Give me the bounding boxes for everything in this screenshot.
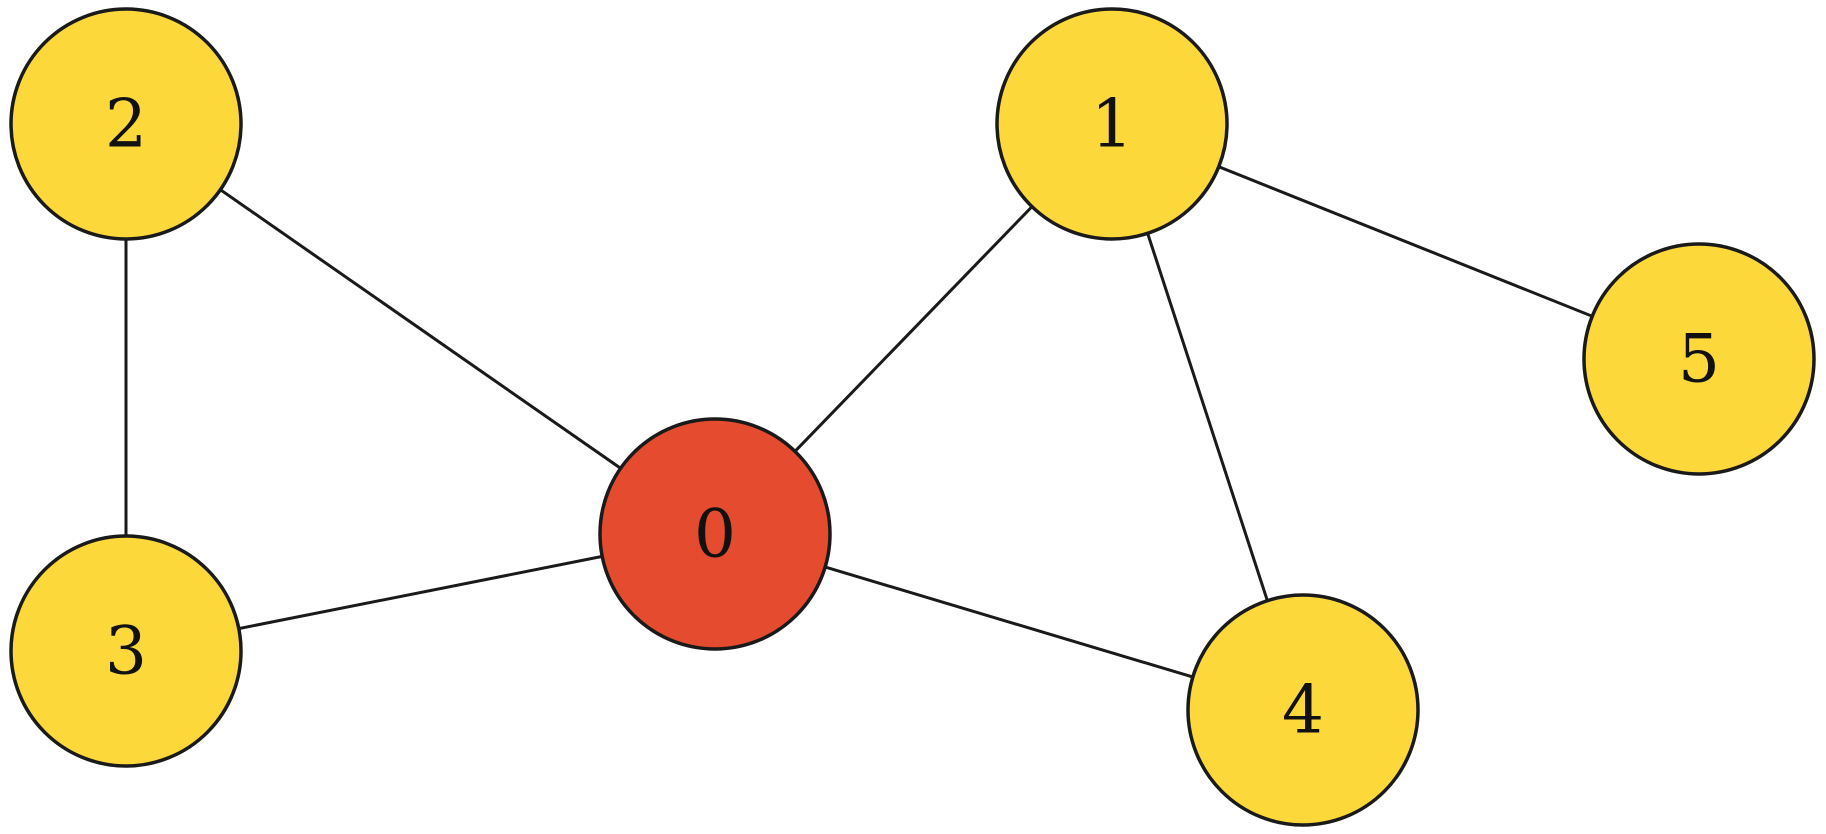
node-5: 5 [1582,242,1816,476]
node-label-0: 0 [694,496,736,573]
node-2: 2 [9,7,243,241]
node-circle-0 [598,417,832,651]
node-label-3: 3 [105,613,147,690]
node-1: 1 [995,7,1229,241]
edge-2-0 [125,122,716,536]
node-label-4: 4 [1282,672,1324,749]
node-4: 4 [1186,593,1420,827]
node-circle-5 [1582,242,1816,476]
node-circle-2 [9,7,243,241]
node-circle-1 [995,7,1229,241]
node-3: 3 [9,534,243,768]
node-label-2: 2 [105,86,147,163]
edges-layer [124,122,1700,712]
node-0: 0 [598,417,832,651]
nodes-layer: 0 1 2 3 4 5 [9,7,1816,827]
node-circle-3 [9,534,243,768]
node-circle-4 [1186,593,1420,827]
node-label-5: 5 [1678,321,1720,398]
node-label-1: 1 [1091,86,1133,163]
